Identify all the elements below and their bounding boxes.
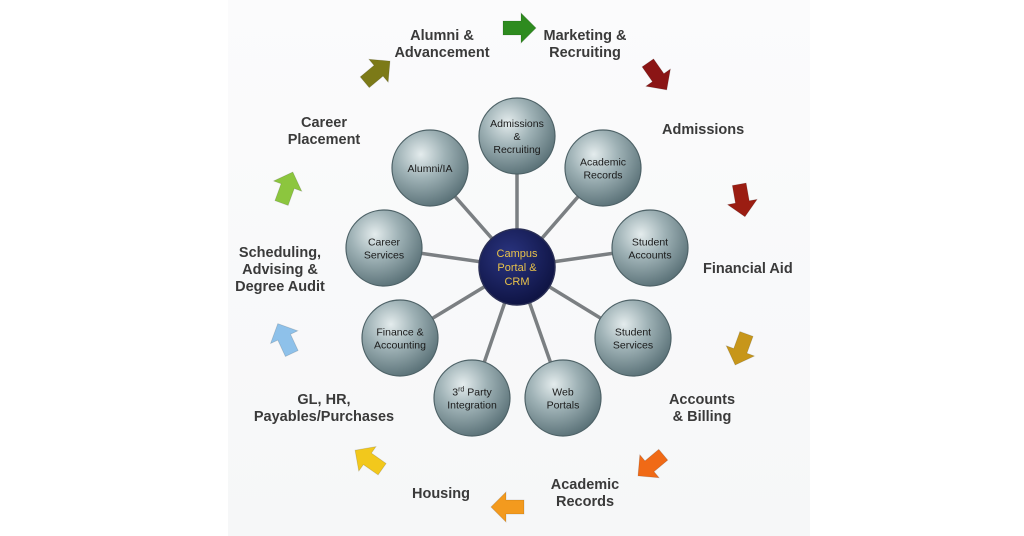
hub-label-line: CRM <box>504 276 529 288</box>
module-circle <box>594 299 672 377</box>
module-label-line: Web <box>552 387 574 399</box>
label-line: GL, HR, <box>297 392 351 408</box>
hub-circle <box>478 228 556 306</box>
module-label-line: 3rd Party <box>452 387 492 399</box>
arrow-icon <box>637 448 669 479</box>
module-node: Finance &Accounting <box>361 299 439 377</box>
arrow-icon <box>272 171 303 206</box>
module-label-line: Services <box>613 340 653 352</box>
label-line: Degree Audit <box>235 279 325 295</box>
arrow-icon <box>726 182 759 218</box>
module-label-line: Accounts <box>628 250 671 262</box>
label-line: Financial Aid <box>703 261 793 277</box>
module-label-line: Finance & <box>376 327 423 339</box>
label-line: Housing <box>412 486 470 502</box>
module-label-line: & <box>513 131 520 143</box>
module-circle <box>524 359 602 437</box>
label-line: Advising & <box>242 262 318 278</box>
label-financial-aid: Financial Aid <box>703 261 803 278</box>
module-label-line: Career <box>368 237 401 249</box>
label-marketing: Marketing &Recruiting <box>540 28 630 62</box>
label-line: Alumni & <box>410 28 474 44</box>
module-label: Admissions&Recruiting <box>490 118 544 156</box>
label-accounts-billing: Accounts& Billing <box>662 392 742 426</box>
module-circle <box>361 299 439 377</box>
arrow-icon <box>641 58 671 91</box>
arrow-icon <box>725 331 756 366</box>
module-node: Alumni/IA <box>391 129 469 207</box>
label-line: Records <box>555 494 615 510</box>
module-node: Admissions&Recruiting <box>478 97 556 175</box>
module-label-line: Academic <box>580 157 626 169</box>
module-circle <box>345 209 423 287</box>
module-label-line: Student <box>632 237 668 249</box>
label-line: Recruiting <box>549 45 621 61</box>
hub-label-line: Portal & <box>497 262 537 274</box>
label-line: Scheduling, <box>238 245 322 261</box>
cycle-arrows <box>269 12 759 523</box>
label-line: Advancement <box>394 45 490 61</box>
module-circle <box>611 209 689 287</box>
module-label-line: Recruiting <box>493 144 540 156</box>
module-circle <box>478 97 556 175</box>
module-label-line: Student <box>615 327 651 339</box>
label-line: Payables/Purchases <box>253 409 395 425</box>
module-label-line: Services <box>364 250 404 262</box>
module-label-line: Integration <box>447 400 497 412</box>
label-line: Marketing & <box>543 28 627 44</box>
module-label-line: Accounting <box>374 340 426 352</box>
label-alumni-advancement: Alumni &Advancement <box>393 28 491 62</box>
label-admissions: Admissions <box>662 122 752 139</box>
module-label: Finance &Accounting <box>374 327 426 352</box>
arrow-icon <box>359 58 391 89</box>
module-circle <box>564 129 642 207</box>
hub-label-line: Campus <box>497 248 538 260</box>
label-line: Career <box>301 115 347 131</box>
label-gl-hr: GL, HR,Payables/Purchases <box>250 392 398 426</box>
module-circle <box>433 359 511 437</box>
module-label-line: Alumni/IA <box>408 163 453 175</box>
module-circle <box>391 129 469 207</box>
module-label-line: Admissions <box>490 118 544 130</box>
module-label: Alumni/IA <box>408 163 453 175</box>
arrow-icon <box>354 446 387 476</box>
arrow-icon <box>269 323 299 357</box>
label-scheduling: Scheduling,Advising &Degree Audit <box>228 245 332 296</box>
label-line: Academic <box>550 477 620 493</box>
label-line: Accounts <box>668 392 736 408</box>
label-line: Admissions <box>662 122 745 138</box>
label-line: Placement <box>287 132 361 148</box>
arrow-right-icon <box>502 12 537 44</box>
module-label-line: Portals <box>547 400 580 412</box>
label-line: & Billing <box>672 409 732 425</box>
arrow-icon <box>490 491 525 523</box>
module-label-line: Records <box>583 170 622 182</box>
label-housing: Housing <box>412 486 482 503</box>
